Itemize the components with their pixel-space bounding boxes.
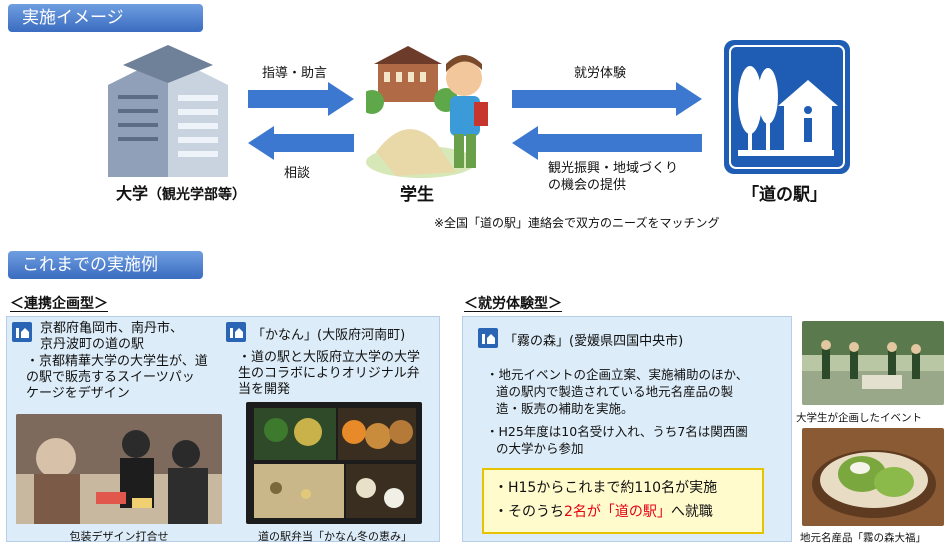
product-caption: 地元名産品「霧の森大福」 [800,532,926,544]
case2-desc3: 当を開発 [238,382,291,397]
case1-desc3: ケージをデザイン [26,386,130,401]
case2-desc: ・道の駅と大阪府立大学の大学 生のコラボによりオリジナル弁 当を開発 [238,350,420,398]
arrow-right-work [512,82,702,116]
case3-title: 「霧の森」(愛媛県四国中央市) [504,334,684,349]
case3-desc1: ・地元イベントの企画立案、実施補助のほか、 [486,367,749,382]
station-label: 「道の駅」 [742,185,827,205]
station-mini-icon [12,322,32,342]
case1-line2: 京丹波町の道の駅 [40,337,145,352]
arrow-left-tourism [512,126,702,160]
highlight-line2: ・そのうち2名が「道の駅」へ就職 [494,504,713,520]
case3-desc: ・地元イベントの企画立案、実施補助のほか、 道の駅内で製造されている地元名産品の… [486,366,748,457]
case1-location: 京都府亀岡市、南丹市、 京丹波町の道の駅 [40,321,183,353]
event-caption: 大学生が企画したイベント [796,412,922,424]
station-mini-icon [226,322,246,342]
tourism-line1: 観光振興・地域づくり [548,161,679,176]
arrow-tourism-label: 観光振興・地域づくり の機会の提供 [548,160,678,194]
university-building-icon [108,45,228,177]
student-illustration-icon [366,46,488,178]
arrow-work-label: 就労体験 [574,66,627,81]
case1-desc2: の駅で販売するスイーツパッ [26,370,195,385]
section-header-examples: これまでの実施例 [8,251,203,279]
case3-desc3: 造・販売の補助を実施。 [496,401,634,416]
arrow-right-guidance [248,82,354,116]
case1-caption: 包装デザイン打合せ [69,530,169,543]
case1-line1: 京都府亀岡市、南丹市、 [40,321,184,336]
case2-title: 「かなん」(大阪府河南町) [252,328,406,343]
arrow-guidance-label: 指導・助言 [262,66,328,81]
student-label: 学生 [400,185,434,205]
event-photo [802,321,944,405]
case3-desc2: 道の駅内で製造されている地元名産品の製 [496,384,734,399]
bento-photo [246,402,422,524]
highlight-box: ・H15からこれまで約110名が実施 ・そのうち2名が「道の駅」へ就職 [482,468,764,534]
university-label: 大学（観光学部等） [116,184,247,203]
case3-desc5: の大学から参加 [496,441,584,456]
daifuku-photo [802,428,944,526]
case2-desc1: ・道の駅と大阪府立大学の大学 [238,350,421,365]
case1-desc1: ・京都精華大学の大学生が、道 [26,354,208,369]
case1-desc: ・京都精華大学の大学生が、道 の駅で販売するスイーツパッ ケージをデザイン [26,354,208,402]
arrow-left-consult [248,126,354,160]
matching-note: ※全国「道の駅」連絡会で双方のニーズをマッチング [434,216,720,230]
case3-desc4: ・H25年度は10名受け入れ、うち7名は関西圏 [486,424,748,439]
highlight-line1: ・H15からこれまで約110名が実施 [494,480,718,496]
design-meeting-photo [16,414,222,524]
station-mini-icon [478,328,498,348]
case2-caption: 道の駅弁当「かなん冬の恵み」 [258,530,412,543]
tourism-line2: の機会の提供 [548,178,627,193]
right-title: ＜就労体験型＞ [464,296,562,312]
arrow-consult-label: 相談 [284,166,311,181]
michi-no-eki-icon [724,40,850,174]
left-title: ＜連携企画型＞ [10,296,108,312]
section-header-implementation: 実施イメージ [8,4,203,32]
case2-desc2: 生のコラボによりオリジナル弁 [238,366,420,381]
